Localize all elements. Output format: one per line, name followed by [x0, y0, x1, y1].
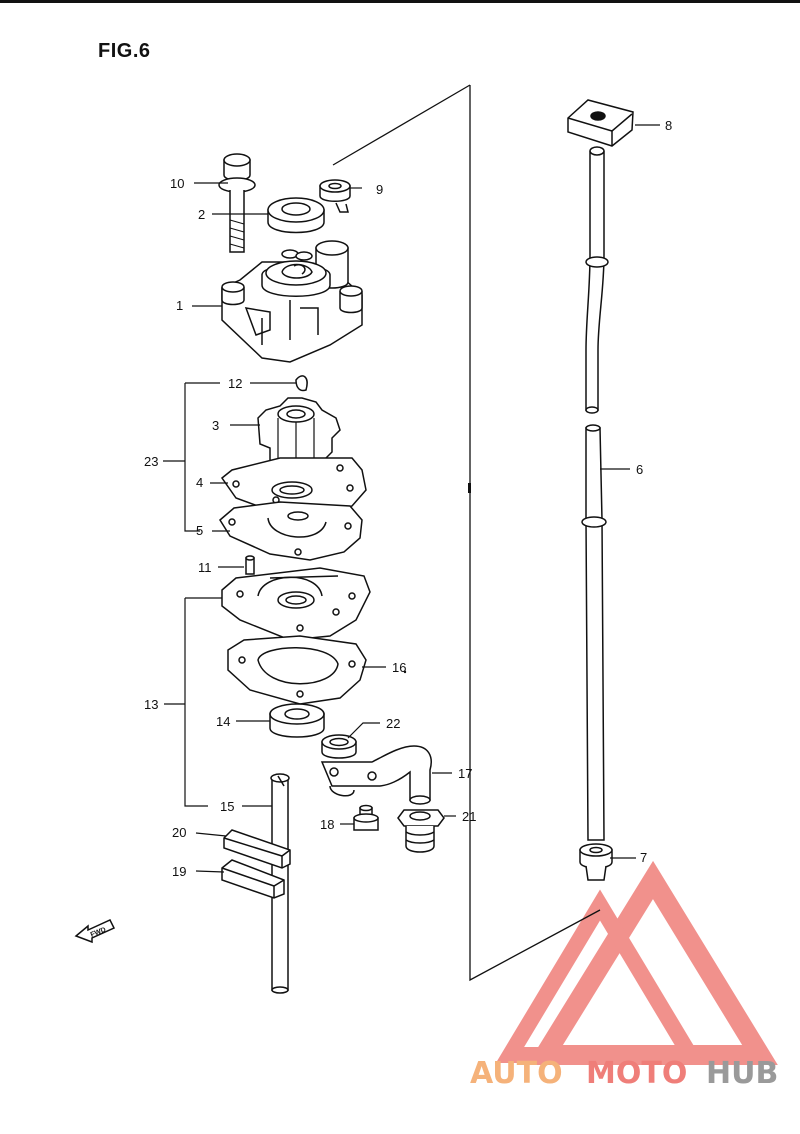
callout-23: 23: [144, 454, 158, 469]
part-4-plate: [220, 457, 367, 517]
callout-2: 2: [198, 207, 205, 222]
part-14-oil-seal: [269, 703, 325, 738]
figure-title: FIG.6: [98, 40, 151, 62]
callout-12: 12: [228, 376, 242, 391]
watermark-part-3: HUB: [706, 1056, 778, 1091]
callout-9: 9: [376, 182, 383, 197]
part-6-tube: [581, 146, 609, 841]
callout-19: 19: [172, 864, 186, 879]
part-13-lower-plate: [221, 567, 371, 641]
callout-11: 11: [198, 560, 212, 575]
part-2-seal: [267, 197, 325, 234]
part-9-grommet: [319, 179, 351, 213]
callout-1: 1: [176, 298, 183, 313]
part-19-strip: [221, 859, 285, 899]
watermark-text: AUTO MOTO HUB: [470, 1056, 778, 1091]
callout-21: 21: [462, 809, 476, 824]
part-3-impeller: [257, 397, 341, 469]
watermark-part-2: MOTO: [586, 1056, 687, 1091]
callout-6: 6: [636, 462, 643, 477]
callout-18: 18: [320, 817, 334, 832]
part-22-ring: [321, 734, 357, 759]
fwd-arrow-icon: FWD: [74, 919, 116, 944]
callout-20: 20: [172, 825, 186, 840]
part-18-bolt: [353, 804, 379, 831]
top-border: [0, 0, 800, 3]
callout-4: 4: [196, 475, 203, 490]
callout-14: 14: [216, 714, 230, 729]
part-21-connector: [397, 809, 445, 853]
callout-17: 17: [458, 766, 472, 781]
callout-15: 15: [220, 799, 234, 814]
frame-lines: [332, 84, 601, 982]
watermark-logo: [495, 860, 778, 1065]
part-17-elbow-pipe: [320, 745, 432, 805]
part-12-key: [295, 375, 308, 392]
part-11-pin: [245, 555, 255, 575]
frame-right-leader: [469, 85, 601, 982]
callout-5: 5: [196, 523, 203, 538]
part-20-strip: [223, 829, 291, 869]
watermark-part-1: AUTO: [470, 1056, 563, 1091]
frame-top-leader: [332, 84, 471, 166]
callout-3: 3: [212, 418, 219, 433]
detail-dots: [403, 483, 471, 674]
callout-16: 16: [392, 660, 406, 675]
part-5-gasket: [219, 501, 363, 561]
part-8-clip: [567, 99, 634, 147]
callout-22: 22: [386, 716, 400, 731]
part-7-grommet: [579, 843, 613, 881]
part-10-bolt: [218, 153, 256, 253]
callout-13: 13: [144, 697, 158, 712]
callout-labels: 1 2 3 4 5 6 7 8 9 10 11 12 13 14 15 16 1…: [144, 118, 672, 879]
part-16-gasket: [227, 635, 367, 705]
callout-7: 7: [640, 850, 647, 865]
callout-leaders: [163, 124, 660, 873]
part-1-pump-case: [221, 240, 363, 363]
callout-8: 8: [665, 118, 672, 133]
callout-10: 10: [170, 176, 184, 191]
